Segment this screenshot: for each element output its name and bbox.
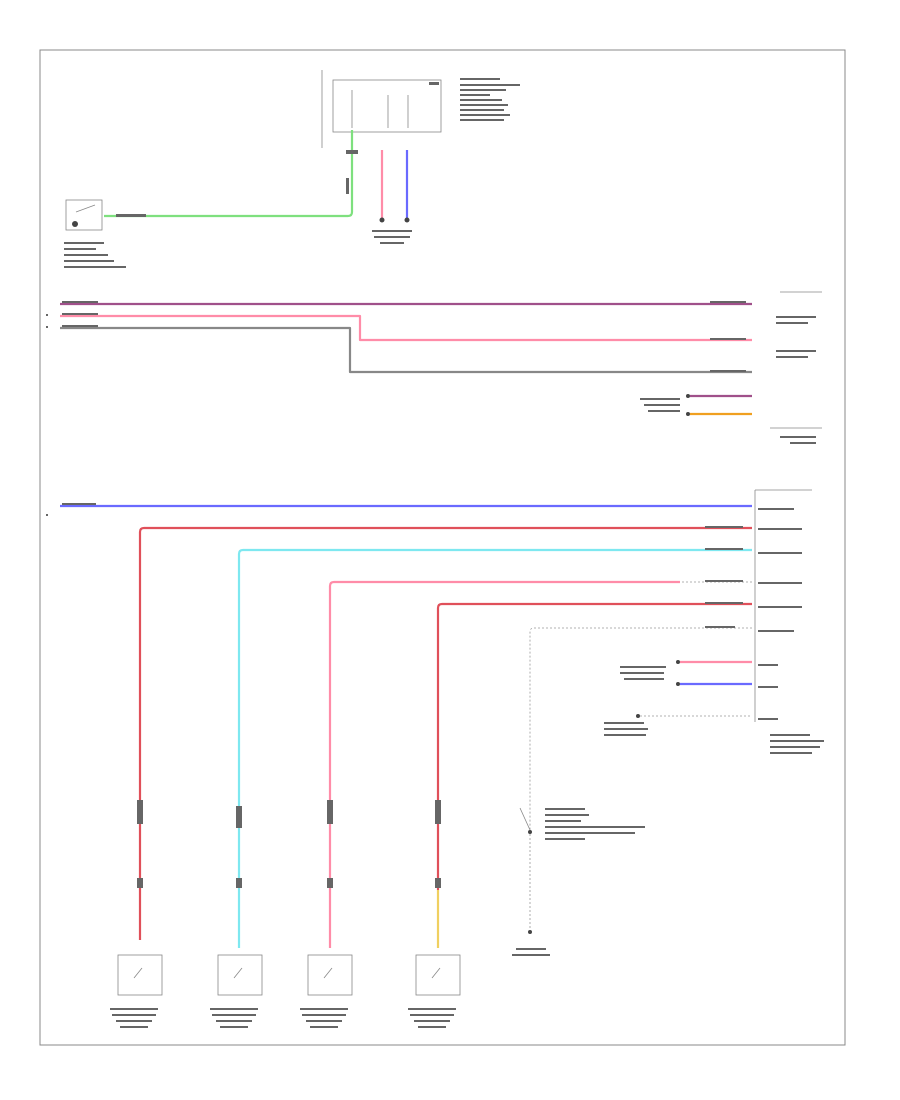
wire-red-sensor-4 <box>436 602 752 890</box>
bus-wires-middle <box>46 291 822 374</box>
ecu-module-top <box>321 70 520 148</box>
sensor-front-left <box>210 954 263 1028</box>
wire-cyan-sensor-2 <box>237 548 752 948</box>
diagram-frame <box>39 49 846 1046</box>
sensor-rear-left <box>408 954 461 1028</box>
sensor-front-right <box>110 954 163 1028</box>
oil-pressure-switch <box>64 199 126 268</box>
wire-red-sensor-1 <box>138 526 752 940</box>
wire-green-oil-pressure <box>104 130 354 218</box>
wire-pink-sensor-3 <box>328 580 680 948</box>
sensor-rear-right <box>300 954 353 1028</box>
brake-switch <box>512 807 645 956</box>
wire-dash-switch <box>529 627 752 830</box>
meter-module <box>754 489 824 754</box>
